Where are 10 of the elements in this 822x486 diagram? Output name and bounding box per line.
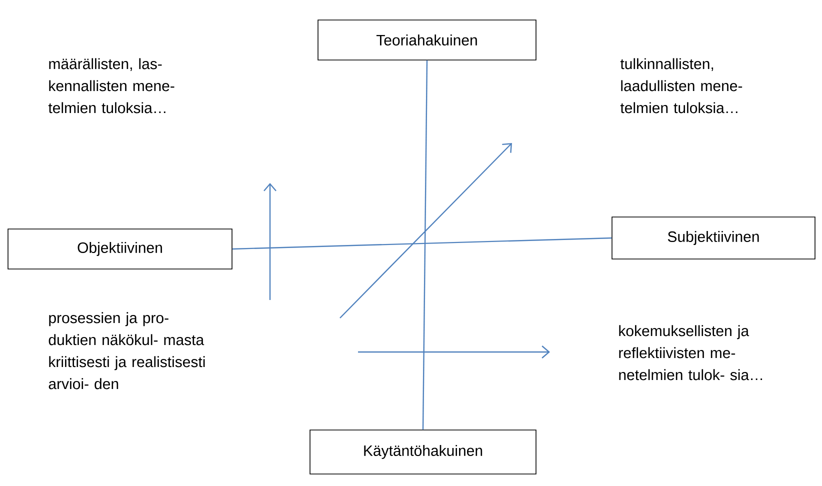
label-box: Objektiivinen: [8, 228, 232, 270]
label-box: Teoriahakuinen: [318, 20, 536, 60]
connector-line: [422, 60, 428, 430]
note-text: kokemuksellisten ja reflektiivisten me- netelmien tulok- sia…: [619, 325, 762, 380]
note-text: prosessien ja pro- duktien näkökul- masta kriittisesti ja realistisesti arvioi- den: [48, 312, 205, 390]
note-text: tulkinnallisten, laadullisten mene- telmien tuloksia…: [620, 58, 742, 114]
connector-line: [232, 237, 612, 250]
label-box: Käytäntöhakuinen: [310, 430, 536, 474]
note-text: määrällisten, las- kennallisten mene- telmien tuloksia…: [48, 58, 174, 114]
label-box: Subjektiivinen: [612, 216, 816, 260]
